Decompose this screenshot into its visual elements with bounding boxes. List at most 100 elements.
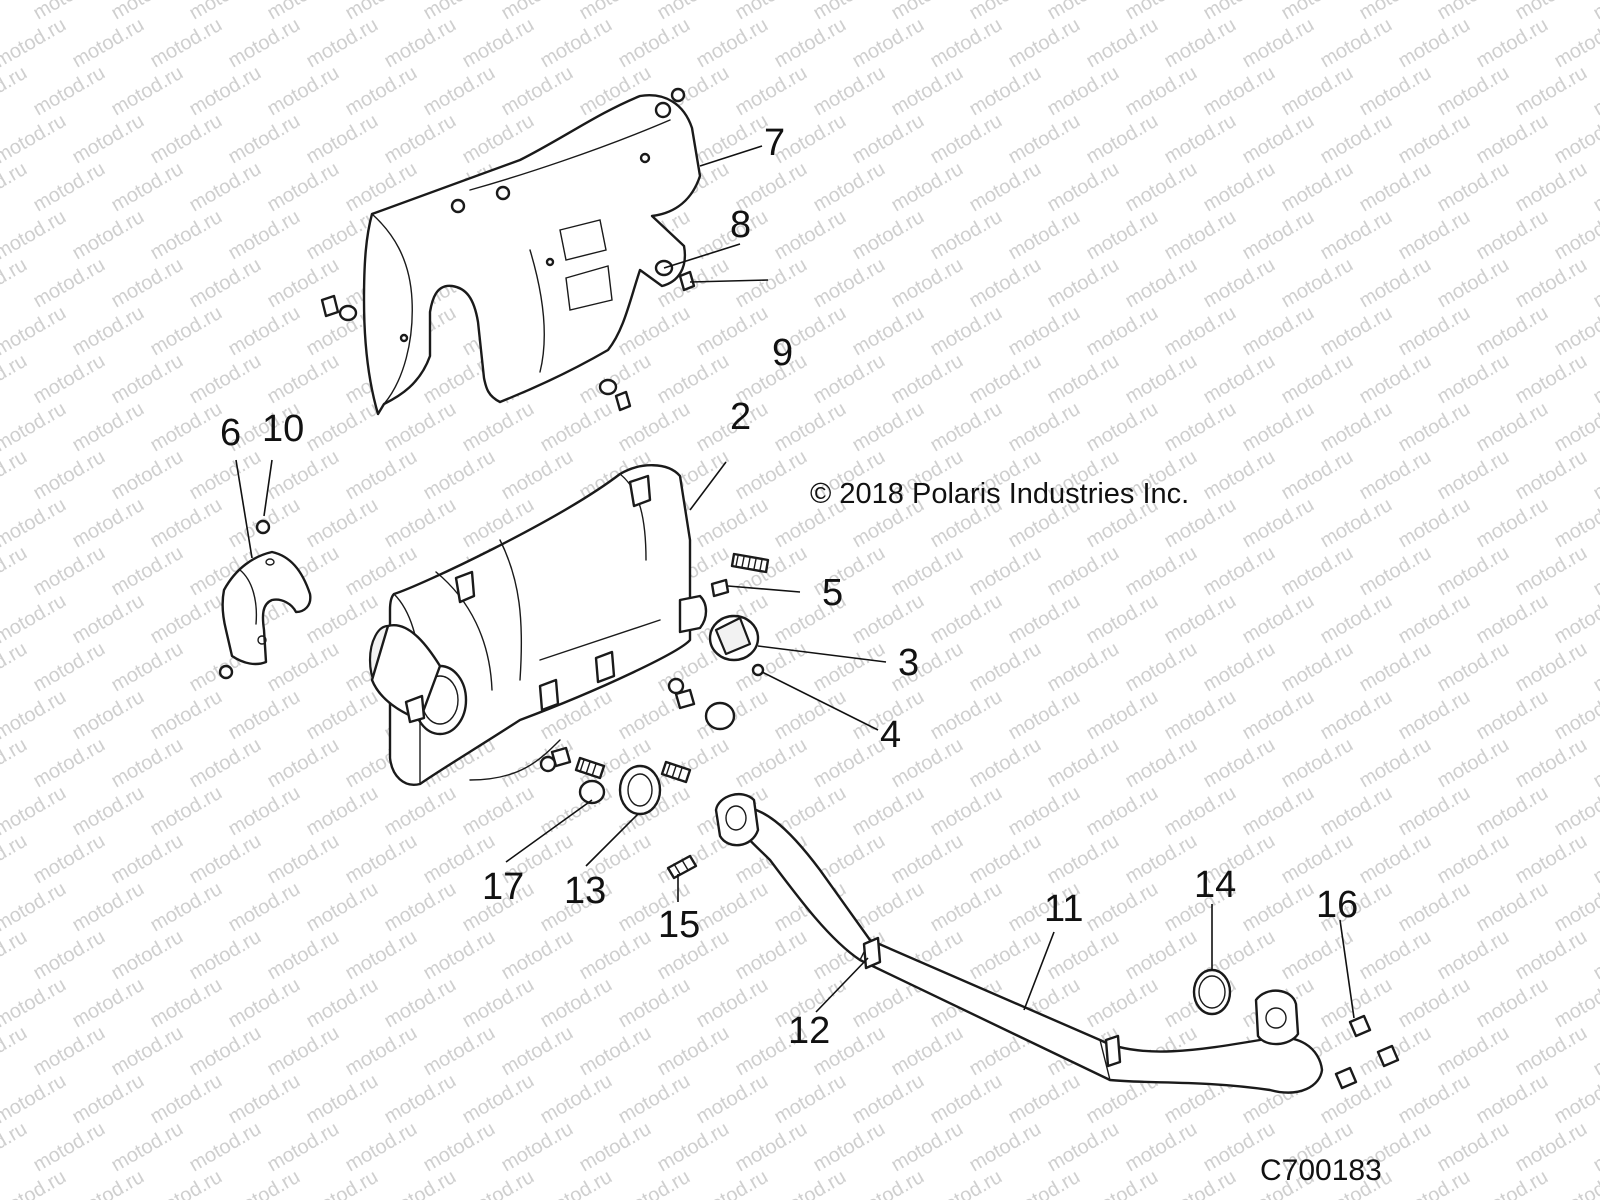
grommet-part-17: [578, 701, 736, 805]
watermark-text: motod.ru: [0, 782, 70, 841]
watermark-text: motod.ru: [69, 110, 148, 169]
watermark-text: motod.ru: [927, 14, 1006, 73]
watermark-text: motod.ru: [30, 62, 109, 121]
watermark-text: motod.ru: [615, 14, 694, 73]
leader-4: [761, 671, 879, 731]
watermark-text: motod.ru: [381, 14, 460, 73]
watermark-text: motod.ru: [381, 878, 460, 937]
watermark-text: motod.ru: [576, 1022, 655, 1081]
watermark-text: motod.ru: [1005, 686, 1084, 745]
watermark-text: motod.ru: [1239, 110, 1318, 169]
watermark-text: motod.ru: [498, 446, 577, 505]
watermark-text: motod.ru: [1083, 1166, 1162, 1200]
watermark-text: motod.ru: [69, 686, 148, 745]
watermark-text: motod.ru: [225, 206, 304, 265]
watermark-text: motod.ru: [420, 1022, 499, 1081]
watermark-text: motod.ru: [1512, 254, 1591, 313]
watermark-text: motod.ru: [30, 350, 109, 409]
watermark-text: motod.ru: [1200, 446, 1279, 505]
watermark-text: motod.ru: [342, 926, 421, 985]
watermark-text: motod.ru: [693, 878, 772, 937]
watermark-text: motod.ru: [1044, 254, 1123, 313]
watermark-text: motod.ru: [381, 782, 460, 841]
watermark-text: motod.ru: [1044, 350, 1123, 409]
o-ring-part-14: [1192, 968, 1232, 1016]
leader-13: [585, 813, 639, 867]
watermark-text: motod.ru: [888, 542, 967, 601]
watermark-text: motod.ru: [693, 14, 772, 73]
callout-9: 9: [772, 332, 794, 374]
watermark-text: motod.ru: [1590, 446, 1600, 505]
watermark-text: motod.ru: [966, 158, 1045, 217]
watermark-text: motod.ru: [810, 0, 889, 24]
watermark-text: motod.ru: [0, 302, 70, 361]
watermark-text: motod.ru: [1473, 14, 1552, 73]
watermark-text: motod.ru: [0, 446, 31, 505]
watermark-text: motod.ru: [1278, 734, 1357, 793]
watermark-text: motod.ru: [1590, 638, 1600, 697]
watermark-text: motod.ru: [1278, 0, 1357, 24]
watermark-text: motod.ru: [1317, 206, 1396, 265]
watermark-text: motod.ru: [303, 398, 382, 457]
watermark-text: motod.ru: [1200, 734, 1279, 793]
watermark-text: motod.ru: [147, 686, 226, 745]
watermark-text: motod.ru: [810, 638, 889, 697]
watermark-text: motod.ru: [1278, 62, 1357, 121]
watermark-text: motod.ru: [1161, 686, 1240, 745]
watermark-text: motod.ru: [693, 302, 772, 361]
callout-11: 11: [1044, 888, 1084, 930]
watermark-text: motod.ru: [927, 110, 1006, 169]
leader-8: [663, 243, 741, 269]
watermark-text: motod.ru: [30, 0, 109, 24]
watermark-text: motod.ru: [108, 158, 187, 217]
watermark-text: motod.ru: [1317, 110, 1396, 169]
watermark-text: motod.ru: [1356, 158, 1435, 217]
watermark-text: motod.ru: [264, 0, 343, 24]
watermark-text: motod.ru: [303, 110, 382, 169]
watermark-text: motod.ru: [576, 1118, 655, 1177]
watermark-text: motod.ru: [1317, 590, 1396, 649]
watermark-text: motod.ru: [303, 14, 382, 73]
watermark-text: motod.ru: [1512, 0, 1591, 24]
watermark-text: motod.ru: [0, 686, 70, 745]
watermark-text: motod.ru: [1512, 1022, 1591, 1081]
watermark-text: motod.ru: [1434, 254, 1513, 313]
watermark-text: motod.ru: [459, 398, 538, 457]
watermark-text: motod.ru: [498, 1118, 577, 1177]
watermark-text: motod.ru: [927, 302, 1006, 361]
watermark-text: motod.ru: [732, 0, 811, 24]
watermark-text: motod.ru: [459, 782, 538, 841]
watermark-text: motod.ru: [732, 62, 811, 121]
watermark-text: motod.ru: [459, 1070, 538, 1129]
watermark-text: motod.ru: [1122, 254, 1201, 313]
watermark-text: motod.ru: [303, 494, 382, 553]
watermark-text: motod.ru: [108, 830, 187, 889]
watermark-text: motod.ru: [1239, 206, 1318, 265]
watermark-text: motod.ru: [0, 254, 31, 313]
watermark-text: motod.ru: [810, 158, 889, 217]
watermark-text: motod.ru: [1473, 206, 1552, 265]
watermark-text: motod.ru: [147, 782, 226, 841]
watermark-text: motod.ru: [381, 398, 460, 457]
watermark-text: motod.ru: [654, 1022, 733, 1081]
watermark-text: motod.ru: [1317, 1070, 1396, 1129]
leader-12: [815, 957, 869, 1013]
watermark-text: motod.ru: [1122, 1118, 1201, 1177]
watermark-text: motod.ru: [303, 1166, 382, 1200]
watermark-text: motod.ru: [693, 974, 772, 1033]
watermark-text: motod.ru: [1161, 14, 1240, 73]
watermark-text: motod.ru: [927, 878, 1006, 937]
watermark-text: motod.ru: [0, 542, 31, 601]
watermark-text: motod.ru: [186, 350, 265, 409]
watermark-text: motod.ru: [1083, 974, 1162, 1033]
watermark-text: motod.ru: [1005, 206, 1084, 265]
watermark-text: motod.ru: [966, 542, 1045, 601]
watermark-text: motod.ru: [966, 350, 1045, 409]
watermark-text: motod.ru: [30, 926, 109, 985]
watermark-text: motod.ru: [888, 158, 967, 217]
watermark-text: motod.ru: [186, 926, 265, 985]
callout-3: 3: [898, 642, 920, 684]
watermark-text: motod.ru: [1161, 206, 1240, 265]
watermark-text: motod.ru: [1473, 974, 1552, 1033]
